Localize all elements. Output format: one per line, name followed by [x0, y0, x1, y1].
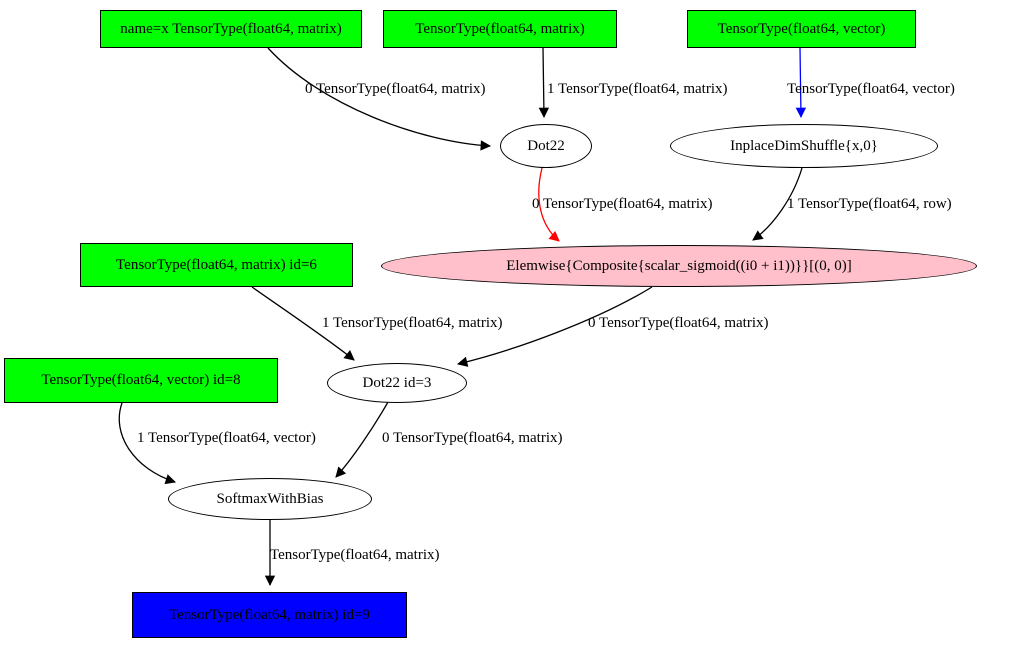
node-dot22-id3: Dot22 id=3	[327, 363, 467, 403]
node-output-id9: TensorType(float64, matrix) id=9	[132, 592, 407, 638]
edge-label-dot22-to-elemwise: 0 TensorType(float64, matrix)	[532, 196, 713, 212]
edge-input-x-to-dot22	[267, 47, 492, 151]
edge-elemwise-to-dot22-id3	[456, 286, 653, 367]
edge-label-id6-to-dot22-id3: 1 TensorType(float64, matrix)	[322, 315, 503, 331]
node-softmaxwithbias: SoftmaxWithBias	[168, 478, 372, 520]
edge-input-vector-to-dimshuffle	[795, 47, 807, 119]
edge-label-matrix-to-dot22: 1 TensorType(float64, matrix)	[547, 81, 728, 97]
edge-dot22-id3-to-softmax	[335, 401, 389, 478]
node-input-x: name=x TensorType(float64, matrix)	[100, 10, 362, 48]
node-input-matrix: TensorType(float64, matrix)	[383, 10, 617, 48]
node-dot22: Dot22	[500, 124, 592, 168]
edge-input-id6-to-dot22-id3	[251, 286, 355, 361]
edge-label-vector-to-dimshuffle: TensorType(float64, vector)	[787, 81, 955, 97]
edge-dot22-to-elemwise	[538, 167, 560, 242]
edge-label-dimshuffle-to-elemwise: 1 TensorType(float64, row)	[787, 196, 952, 212]
edge-input-matrix-to-dot22	[538, 47, 550, 119]
edge-input-id8-to-softmax	[118, 402, 176, 485]
edge-label-id8-to-softmax: 1 TensorType(float64, vector)	[137, 430, 316, 446]
node-inplace-dimshuffle: InplaceDimShuffle{x,0}	[670, 124, 938, 168]
edge-label-dot22-id3-to-softmax: 0 TensorType(float64, matrix)	[382, 430, 563, 446]
node-input-id6: TensorType(float64, matrix) id=6	[80, 243, 353, 287]
edge-label-x-to-dot22: 0 TensorType(float64, matrix)	[305, 81, 486, 97]
node-input-id8: TensorType(float64, vector) id=8	[4, 358, 278, 403]
edge-label-softmax-to-output: TensorType(float64, matrix)	[270, 547, 440, 563]
edge-label-elemwise-to-dot22-id3: 0 TensorType(float64, matrix)	[588, 315, 769, 331]
node-elemwise-sigmoid: Elemwise{Composite{scalar_sigmoid((i0 + …	[381, 245, 977, 287]
edge-dimshuffle-to-elemwise	[752, 167, 803, 241]
node-input-vector: TensorType(float64, vector)	[687, 10, 916, 48]
